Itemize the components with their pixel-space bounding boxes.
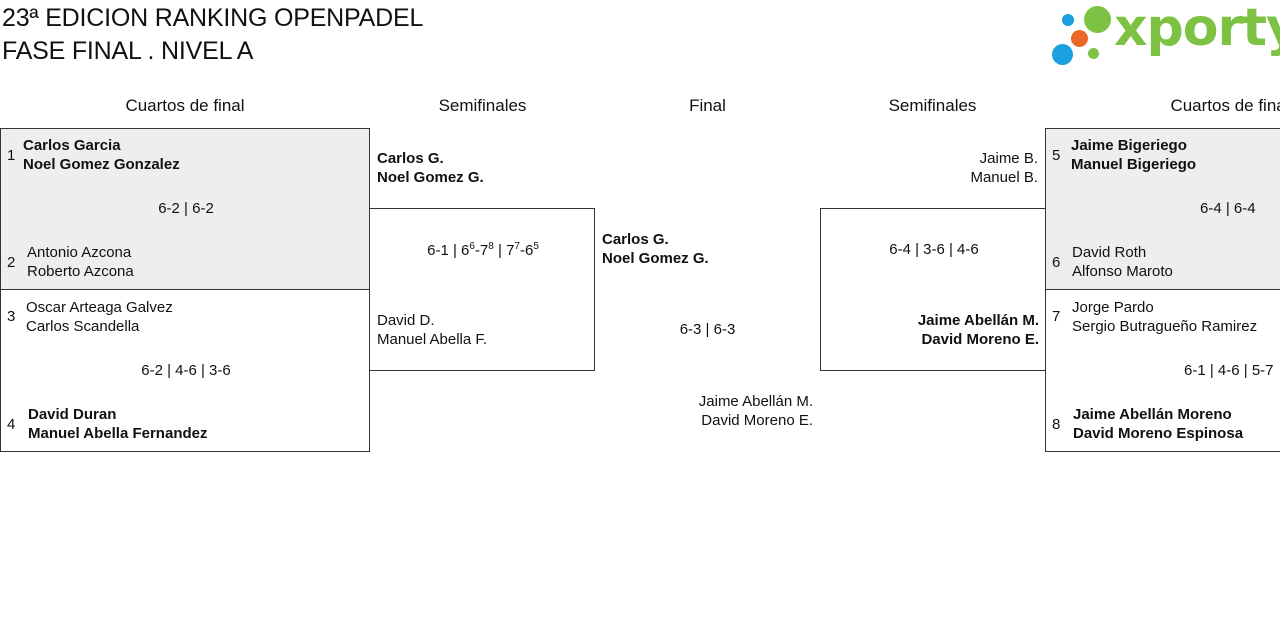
qf-right-match-1: 5 Jaime Bigeriego Manuel Bigeriego 6-4 |… — [1045, 128, 1280, 290]
header-sf-left: Semifinales — [438, 96, 527, 115]
logo-dot-blue-large — [1052, 44, 1073, 65]
logo-dot-blue-small — [1062, 14, 1074, 26]
seed-number: 6 — [1052, 254, 1061, 271]
player-name: Manuel Bigeriego — [1071, 156, 1197, 173]
seed-number: 5 — [1052, 147, 1061, 164]
player-name: Jaime Abellán Moreno — [1073, 406, 1232, 423]
page-title-line1: 23ª EDICION RANKING OPENPADEL — [2, 4, 424, 32]
player-name: Oscar Arteaga Galvez — [26, 299, 173, 316]
logo-text: xporty — [1114, 0, 1280, 58]
page-title-line2: FASE FINAL . NIVEL A — [2, 37, 254, 65]
seed-number: 2 — [7, 254, 16, 271]
sf-left-top-player: Noel Gomez G. — [377, 169, 484, 186]
match-score: 6-1 | 66-78 | 77-65 — [427, 241, 539, 259]
header-final: Final — [689, 96, 726, 115]
final-top-player: Carlos G. — [602, 231, 669, 248]
player-name: Jaime Bigeriego — [1071, 137, 1187, 154]
qf-right-match-2: 7 Jorge Pardo Sergio Butragueño Ramirez … — [1045, 289, 1280, 452]
player-name: David D. — [377, 312, 435, 329]
player-name: Carlos Scandella — [26, 318, 140, 335]
player-name: Alfonso Maroto — [1072, 263, 1173, 280]
sf-left-top-player: Carlos G. — [377, 150, 444, 167]
player-name: Manuel Abella Fernandez — [28, 425, 208, 442]
final-top-player: Noel Gomez G. — [602, 250, 709, 267]
logo-dot-green-small — [1088, 48, 1099, 59]
qf-left-match-1: 1 Carlos Garcia Noel Gomez Gonzalez 6-2 … — [0, 128, 370, 290]
logo-dot-green-large — [1084, 6, 1111, 33]
sf-right-match: 6-4 | 3-6 | 4-6 Jaime Abellán M. David M… — [820, 208, 1046, 371]
seed-number: 4 — [7, 416, 16, 433]
player-name: David Moreno Espinosa — [1073, 425, 1244, 442]
header-sf-right: Semifinales — [888, 96, 977, 115]
player-name: Sergio Butragueño Ramirez — [1072, 318, 1258, 335]
sf-right-top-player: Manuel B. — [970, 169, 1038, 186]
player-name: Antonio Azcona — [27, 244, 132, 261]
xporty-logo: xporty — [1050, 0, 1280, 68]
player-name: David Moreno E. — [921, 331, 1039, 348]
logo-dot-orange — [1071, 30, 1088, 47]
final-bottom-player: Jaime Abellán M. — [698, 393, 813, 410]
player-name: Jaime Abellán M. — [917, 312, 1039, 329]
player-name: David Duran — [28, 406, 117, 423]
seed-number: 1 — [7, 147, 16, 164]
match-score: 6-2 | 6-2 — [158, 200, 214, 217]
seed-number: 3 — [7, 308, 16, 325]
player-name: Carlos Garcia — [23, 137, 121, 154]
header-qf-right: Cuartos de final — [1170, 96, 1280, 115]
player-name: Noel Gomez Gonzalez — [23, 156, 180, 173]
seed-number: 8 — [1052, 416, 1061, 433]
match-score: 6-4 | 6-4 — [1200, 200, 1256, 217]
final-score: 6-3 | 6-3 — [679, 321, 736, 338]
player-name: David Roth — [1072, 244, 1147, 261]
sf-right-top-player: Jaime B. — [979, 150, 1038, 167]
match-score: 6-4 | 3-6 | 4-6 — [889, 241, 979, 258]
final-bottom-player: David Moreno E. — [701, 412, 813, 429]
match-score: 6-2 | 4-6 | 3-6 — [141, 362, 231, 379]
match-score: 6-1 | 4-6 | 5-7 — [1184, 362, 1274, 379]
seed-number: 7 — [1052, 308, 1061, 325]
player-name: Jorge Pardo — [1072, 299, 1154, 316]
player-name: Manuel Abella F. — [377, 331, 488, 348]
sf-left-match: 6-1 | 66-78 | 77-65 David D. Manuel Abel… — [369, 208, 595, 371]
header-qf-left: Cuartos de final — [125, 96, 245, 115]
qf-left-match-2: 3 Oscar Arteaga Galvez Carlos Scandella … — [0, 289, 370, 452]
player-name: Roberto Azcona — [27, 263, 134, 280]
